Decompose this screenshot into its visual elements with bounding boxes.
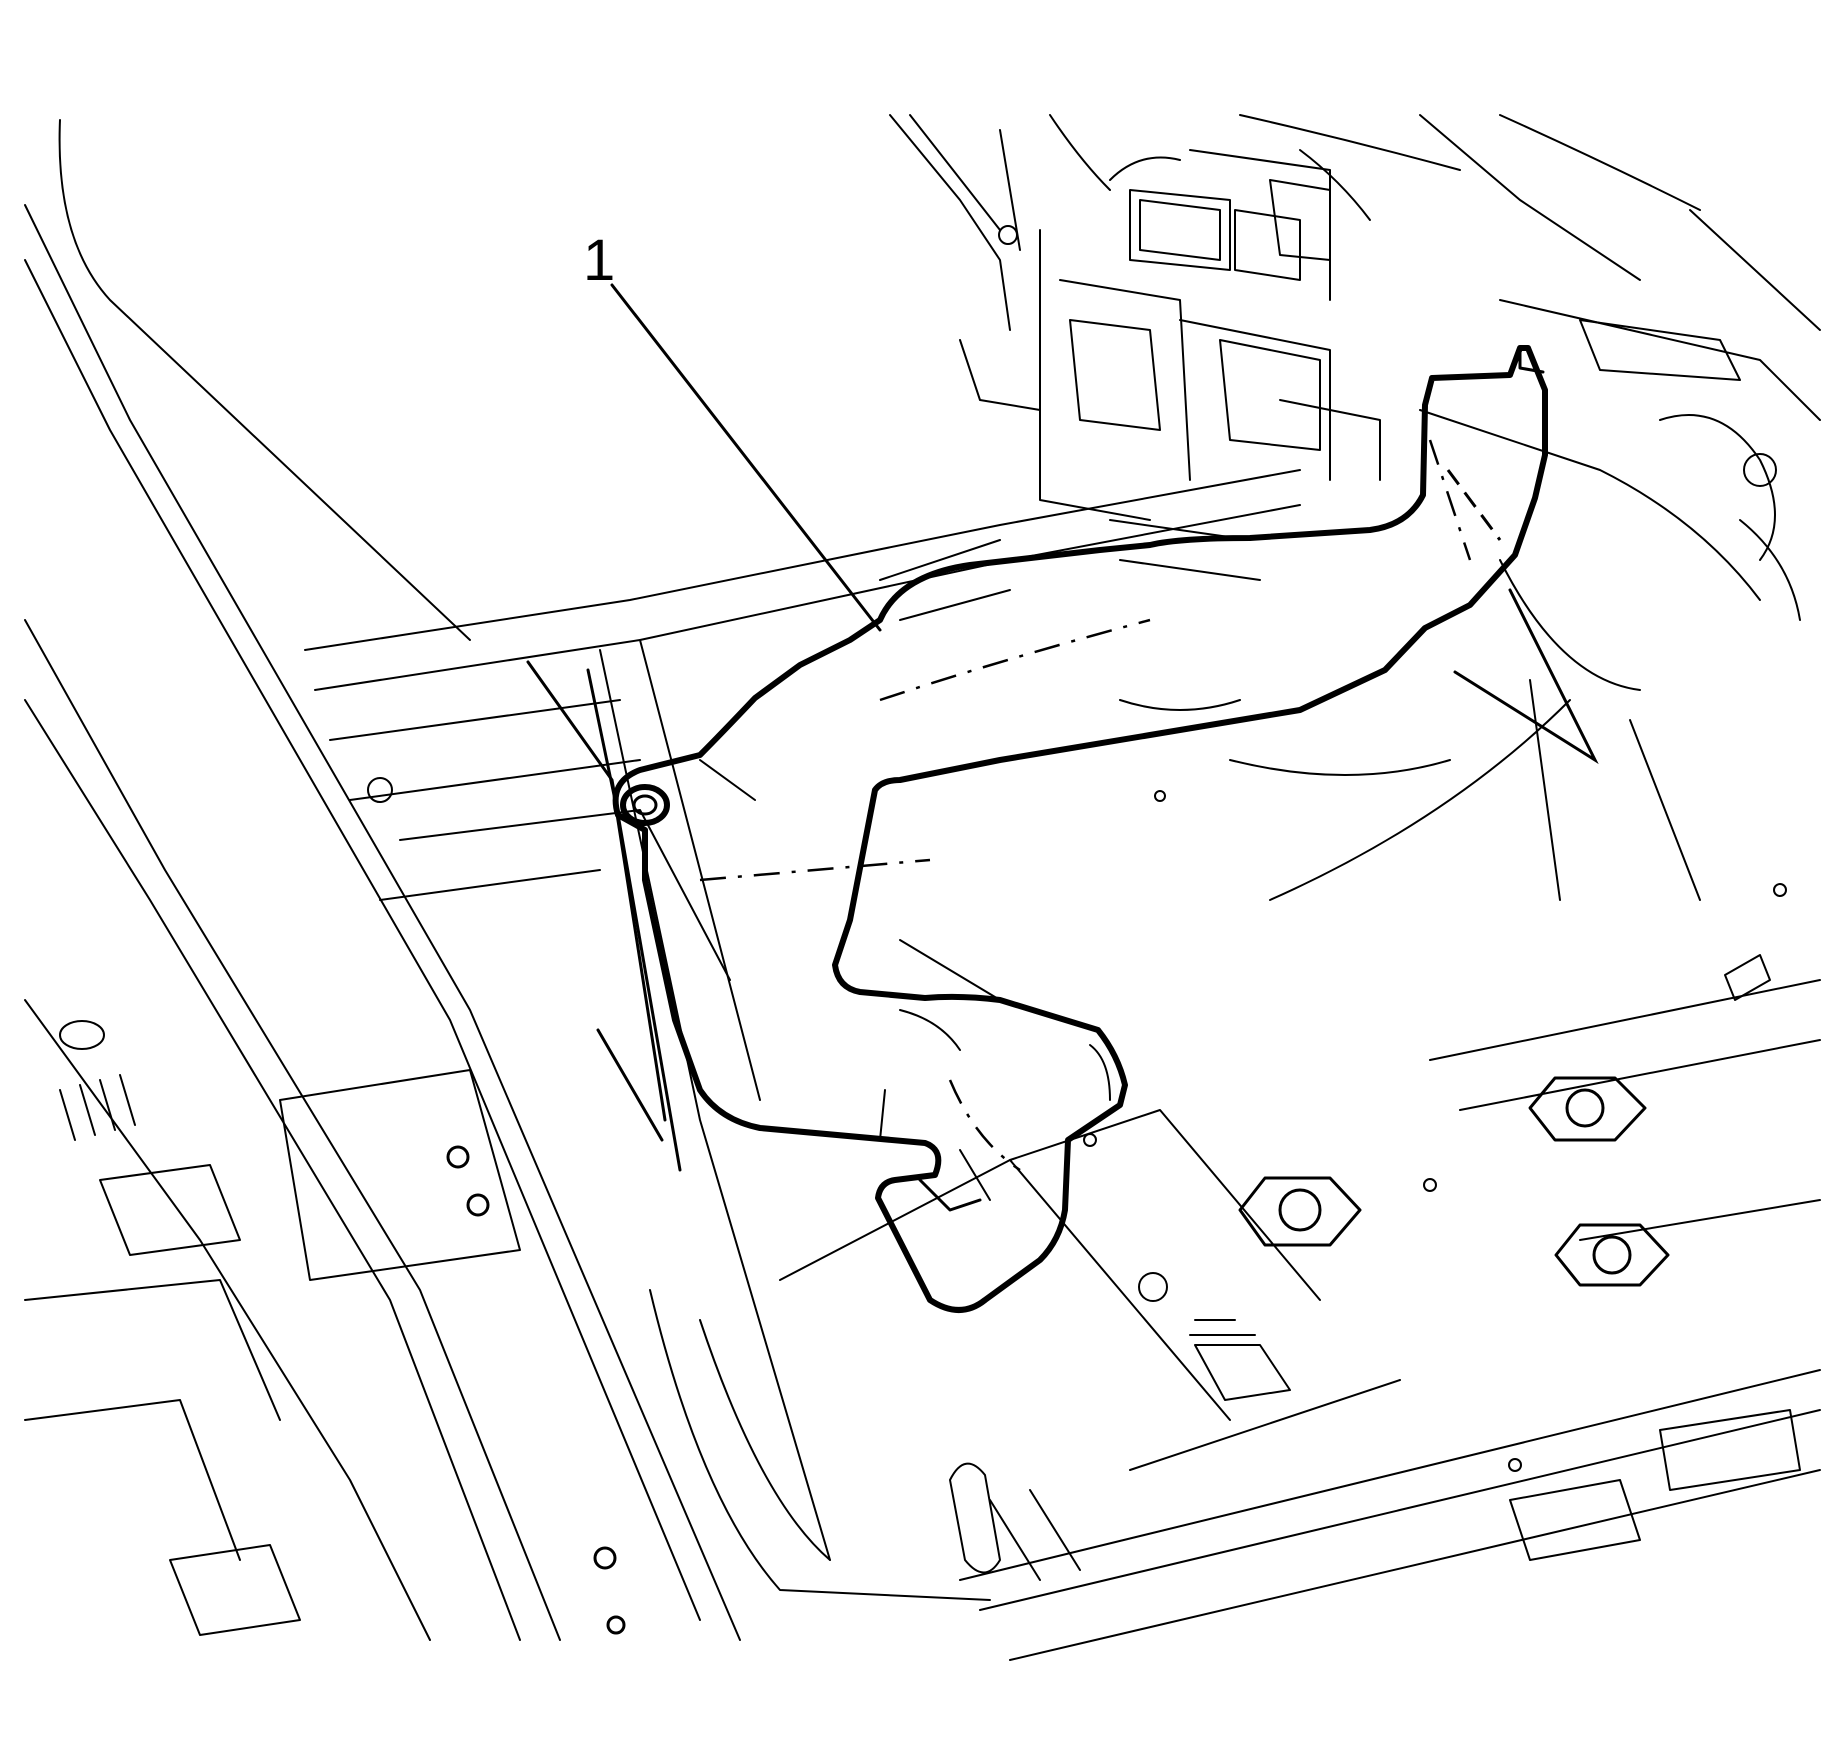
callout-label-1: 1 <box>583 228 615 293</box>
duct-outline <box>612 345 1548 1313</box>
left-pillar-structure <box>24 119 741 1641</box>
rear-air-duct <box>612 345 1548 1313</box>
dash-panel-structure <box>879 114 1821 691</box>
floor-pan-structure <box>304 469 1821 1661</box>
leader-lines <box>526 283 1599 1172</box>
callout-1-leader <box>610 283 882 632</box>
